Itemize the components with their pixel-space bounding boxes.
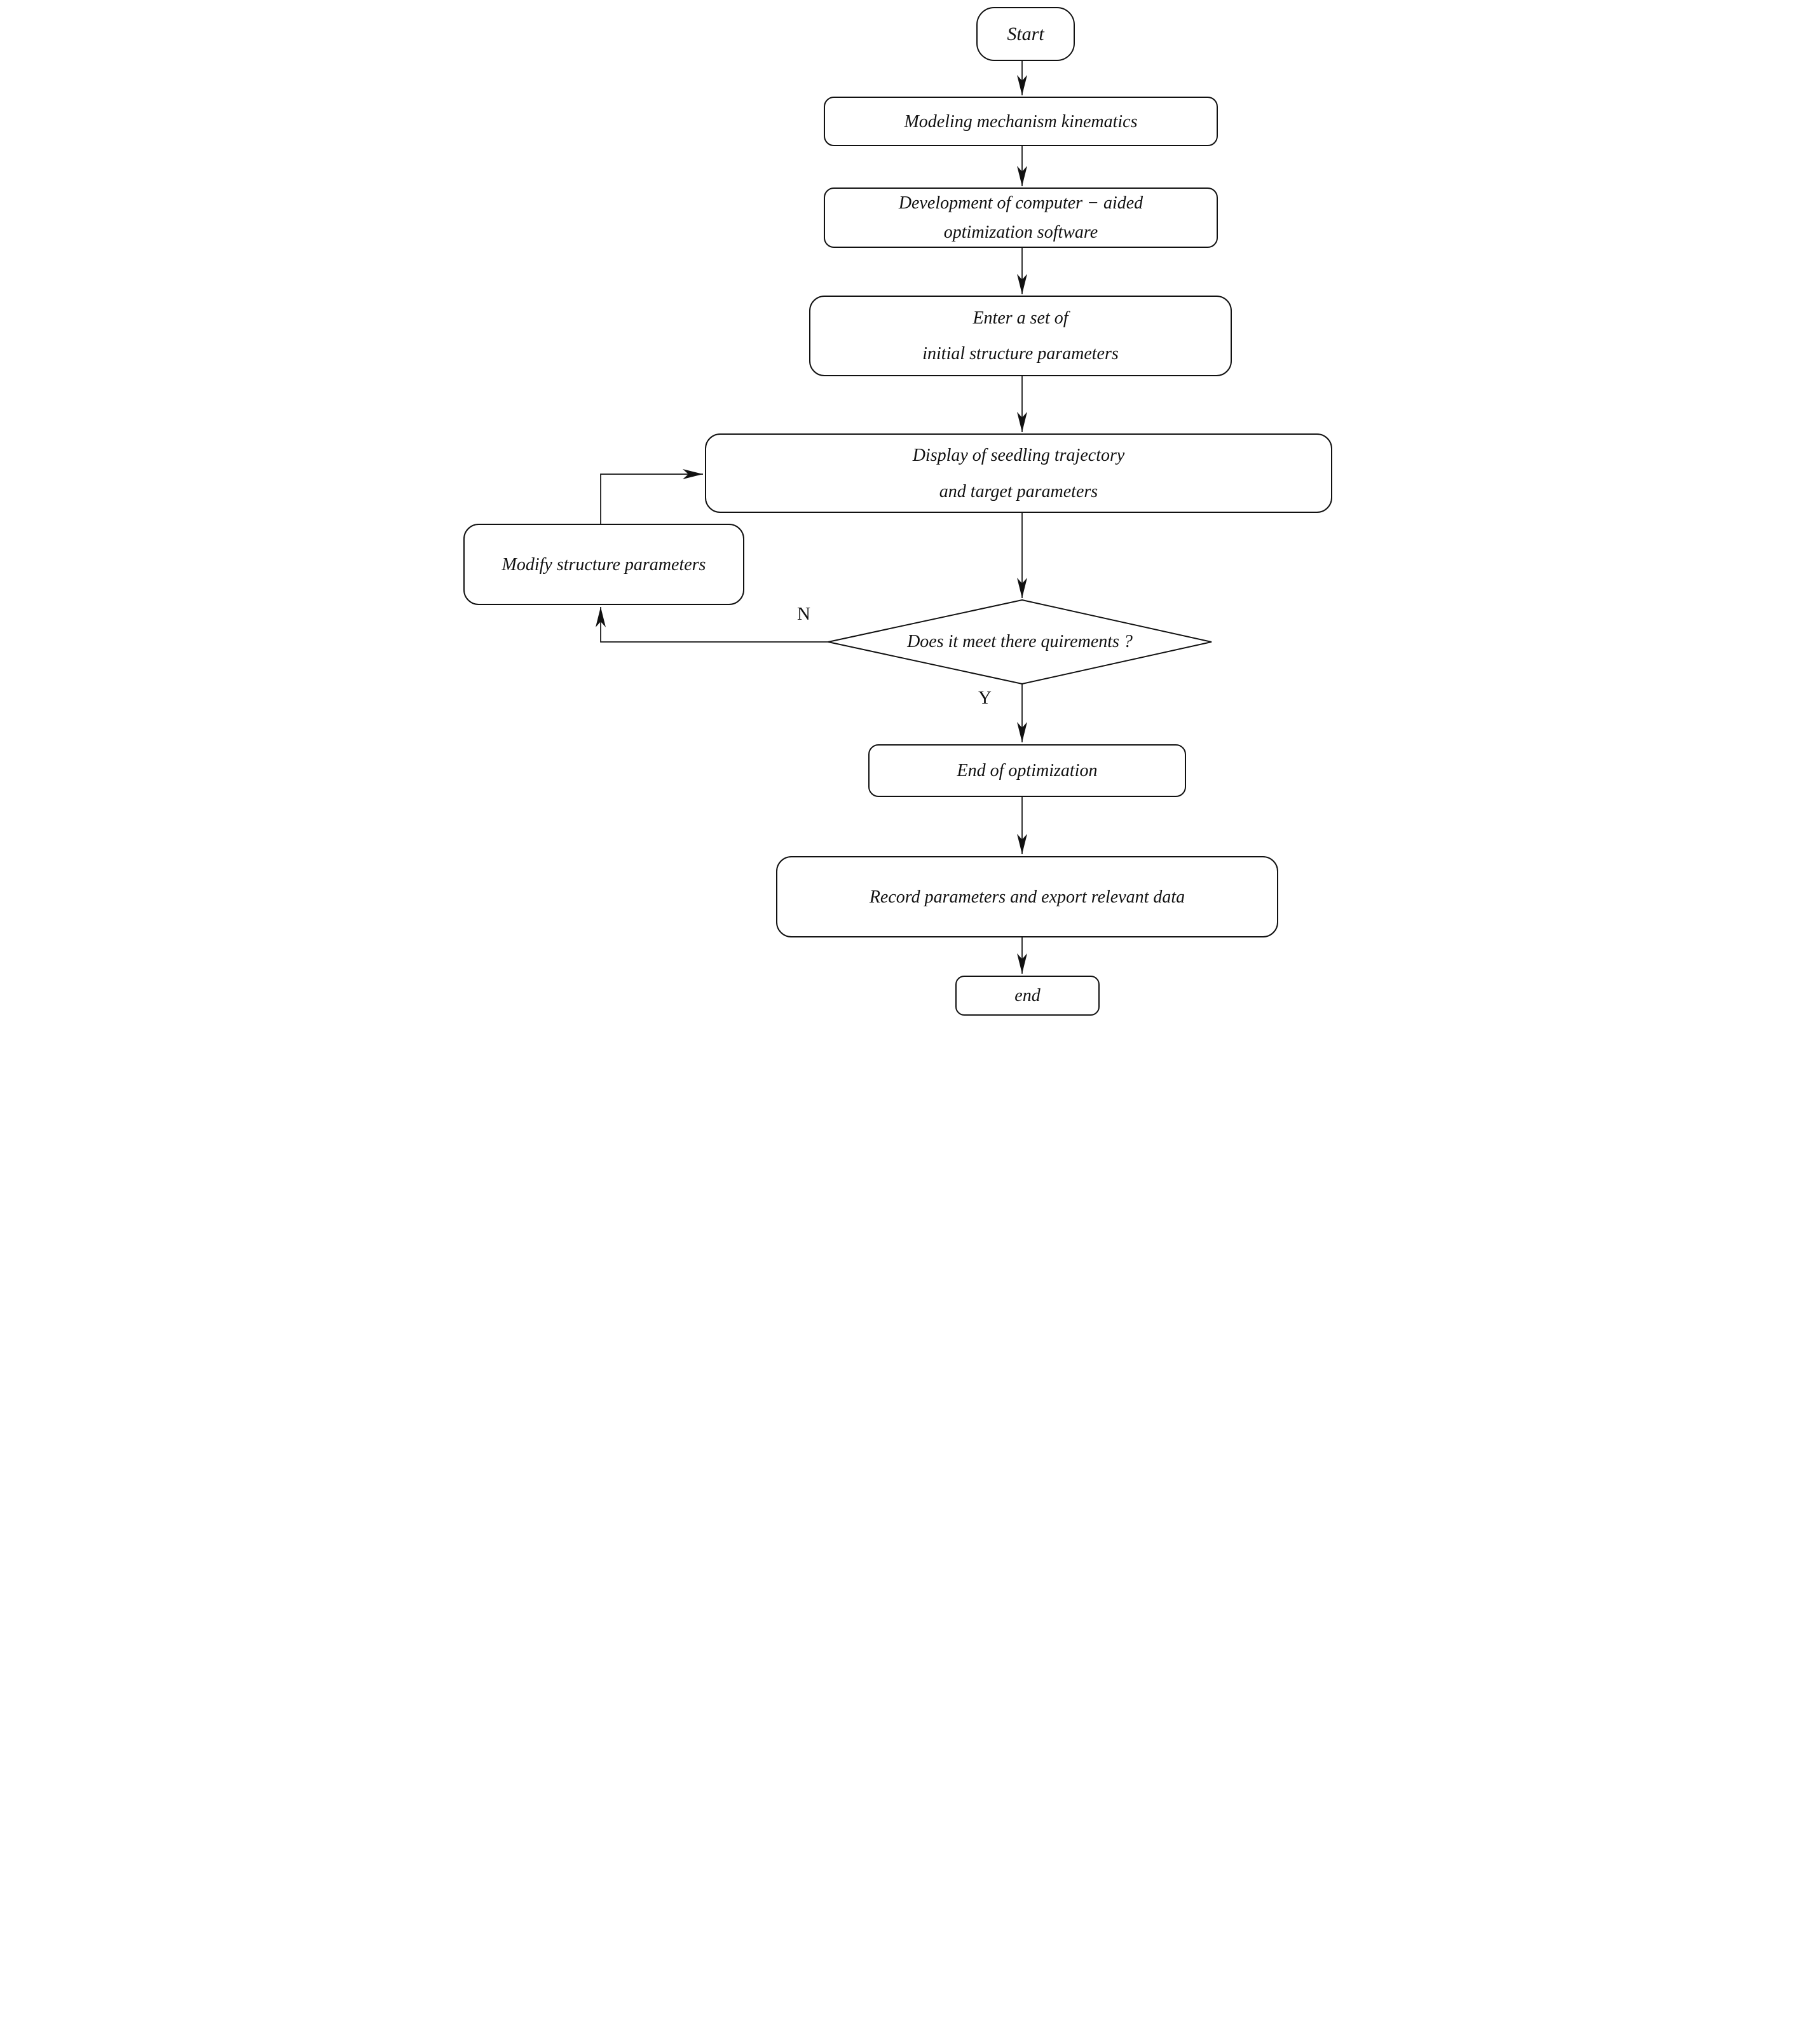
node-start-label: Start	[1007, 23, 1044, 44]
arrow-decision-no-to-modify	[596, 607, 828, 643]
node-end-of-optimization: End of optimization	[868, 744, 1186, 797]
edge-label-yes: Y	[978, 688, 992, 708]
node-enter-initial-parameters: Enter a set of initial structure paramet…	[809, 296, 1232, 376]
node-modeling-label: Modeling mechanism kinematics	[904, 111, 1138, 132]
decision-question-text: Does it meet there quirements ?	[907, 632, 1133, 651]
node-enter-line2: initial structure parameters	[922, 343, 1119, 364]
node-record-and-export-data: Record parameters and export relevant da…	[776, 856, 1278, 937]
node-modify-structure-parameters: Modify structure parameters	[463, 524, 744, 605]
node-development-line2: optimization software	[943, 222, 1098, 242]
node-modify-label: Modify structure parameters	[502, 554, 706, 575]
node-modeling-mechanism-kinematics: Modeling mechanism kinematics	[824, 97, 1218, 146]
node-development-line1: Development of computer − aided	[898, 193, 1143, 213]
node-display-seedling-trajectory: Display of seedling trajectory and targe…	[705, 433, 1332, 513]
node-enter-line1: Enter a set of	[973, 308, 1068, 328]
node-end-label: end	[1014, 986, 1041, 1005]
node-display-line2: and target parameters	[939, 481, 1098, 501]
arrow-modify-to-display	[600, 469, 703, 524]
connector-layer	[596, 61, 1212, 974]
flowchart-canvas: Start Modeling mechanism kinematics Deve…	[449, 0, 1346, 1022]
node-end: end	[955, 976, 1100, 1016]
node-start: Start	[976, 7, 1075, 61]
decision-diamond-shape	[828, 599, 1212, 685]
node-record-label: Record parameters and export relevant da…	[869, 887, 1185, 907]
edge-label-no: N	[797, 604, 810, 624]
node-development-of-software: Development of computer − aided optimiza…	[824, 187, 1218, 248]
node-endopt-label: End of optimization	[957, 761, 1098, 780]
node-decision-label: Does it meet there quirements ?	[828, 626, 1211, 658]
node-display-line1: Display of seedling trajectory	[912, 445, 1125, 465]
